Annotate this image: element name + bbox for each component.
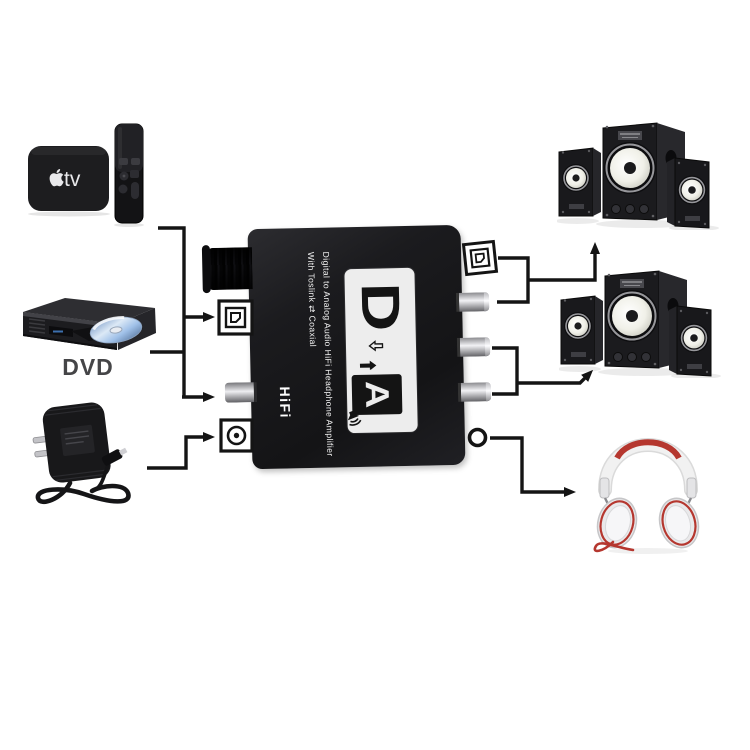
apple-tv-logo-text: tv <box>64 168 81 191</box>
headphone-cable <box>593 540 635 553</box>
line-appletv-to-dac <box>158 226 186 397</box>
speaker-waves-icon <box>347 410 362 426</box>
da-logo-sticker: D A <box>344 267 418 434</box>
subwoofer-knob <box>641 352 651 362</box>
optical-out-icon <box>461 239 499 277</box>
arrow-to-speakers-1 <box>528 242 600 282</box>
optical-in-icon <box>217 299 254 336</box>
subwoofer-knob <box>625 204 635 214</box>
apple-logo-icon <box>49 169 64 187</box>
dac-device: Digital to Analog Audio HiFi Headphone A… <box>205 224 492 470</box>
satellite-speaker-left <box>560 295 603 365</box>
apple-tv-remote <box>114 123 144 224</box>
headband-red-lining <box>614 439 682 460</box>
bracket-rca-out <box>492 346 519 396</box>
dvd-label: DVD <box>62 354 114 380</box>
apple-tv: tv <box>25 118 150 233</box>
dvd-disc <box>89 316 143 344</box>
power-cable <box>35 480 131 504</box>
headphones <box>583 408 713 558</box>
headphone-jack-icon <box>467 427 488 448</box>
apple-tv-box <box>28 146 109 211</box>
line-to-headphones <box>490 436 576 497</box>
power-adapter <box>18 395 158 520</box>
satellite-speaker-right <box>669 305 712 377</box>
speaker-set-2 <box>557 266 724 379</box>
satellite-speaker-right <box>667 157 710 229</box>
subwoofer-knob <box>611 204 621 214</box>
line-power-to-dac <box>147 432 215 470</box>
subwoofer-knob <box>627 352 637 362</box>
dc-power-icon <box>219 418 254 453</box>
da-arrows-icon <box>355 339 386 370</box>
speaker-set-1 <box>555 118 722 231</box>
dc-barrel-plug <box>101 447 128 466</box>
bracket-optical-rca-out <box>497 256 530 304</box>
satellite-speaker-left <box>558 147 601 217</box>
subwoofer <box>604 270 687 369</box>
subwoofer-knob <box>613 352 623 362</box>
dvd-player: DVD <box>15 288 165 383</box>
subwoofer-knob <box>639 204 649 214</box>
arrow-to-speakers-2 <box>517 369 594 385</box>
logo-letter-a-box: A <box>347 373 403 426</box>
ear-cup-right <box>658 497 700 549</box>
